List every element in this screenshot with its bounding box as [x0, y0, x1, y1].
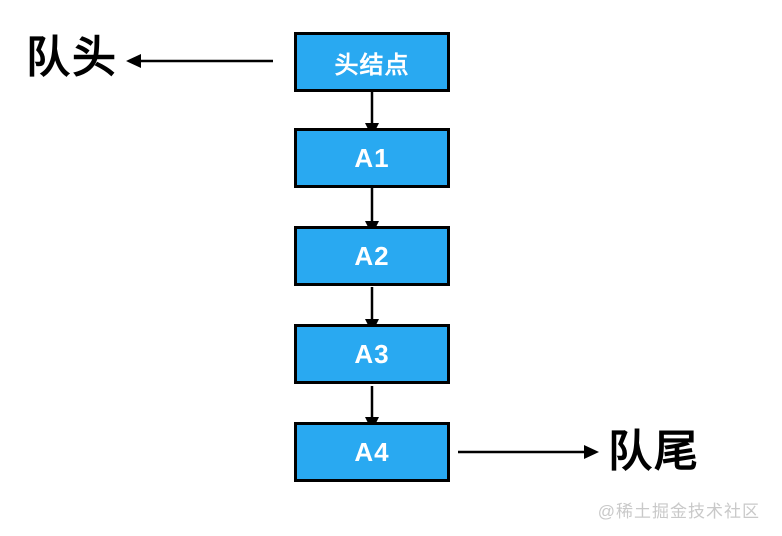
node-head: 头结点 — [294, 32, 450, 92]
node-a1-label: A1 — [354, 142, 390, 173]
arrow-a4-to-queuetail — [458, 445, 599, 459]
node-head-label: 头结点 — [334, 51, 410, 79]
node-a4: A4 — [294, 422, 450, 482]
node-a2-label: A2 — [354, 240, 390, 271]
node-a3-label: A3 — [354, 338, 390, 369]
node-a2: A2 — [294, 226, 450, 286]
queue-tail-label: 队尾 — [608, 427, 700, 476]
arrow-headnode-to-queuehead — [126, 54, 273, 68]
node-a3: A3 — [294, 324, 450, 384]
node-a1: A1 — [294, 128, 450, 188]
watermark: @稀土掘金技术社区 — [597, 502, 760, 521]
queue-head-label: 队头 — [26, 33, 118, 82]
node-a4-label: A4 — [354, 436, 390, 467]
